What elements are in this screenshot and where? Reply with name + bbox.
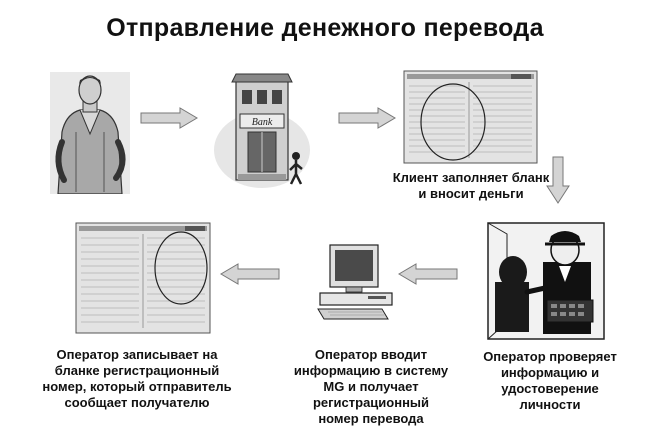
caption-operator-verifies: Оператор проверяет информацию и удостове… bbox=[483, 349, 617, 412]
sender-illustration bbox=[50, 72, 130, 194]
caption-client-fills-form: Клиент заполняет бланк и вносит деньги bbox=[392, 170, 550, 201]
caption-operator-records-number: Оператор записывает на бланке регистраци… bbox=[42, 347, 232, 410]
bank-illustration: Bank bbox=[212, 70, 312, 190]
arrow-down-icon bbox=[546, 156, 570, 204]
operator-verify-illustration bbox=[487, 222, 605, 340]
bank-sign: Bank bbox=[252, 117, 273, 128]
transfer-form-icon bbox=[403, 70, 538, 164]
caption-operator-enters-data: Оператор вводит информацию в систему MG … bbox=[293, 347, 449, 426]
registration-form-icon bbox=[75, 222, 211, 334]
arrow-left-icon bbox=[398, 263, 458, 285]
arrow-right-icon bbox=[140, 107, 198, 129]
computer-illustration bbox=[316, 243, 402, 323]
arrow-right-icon bbox=[338, 107, 396, 129]
page-title: Отправление денежного перевода bbox=[106, 14, 544, 42]
arrow-left-icon bbox=[220, 263, 280, 285]
